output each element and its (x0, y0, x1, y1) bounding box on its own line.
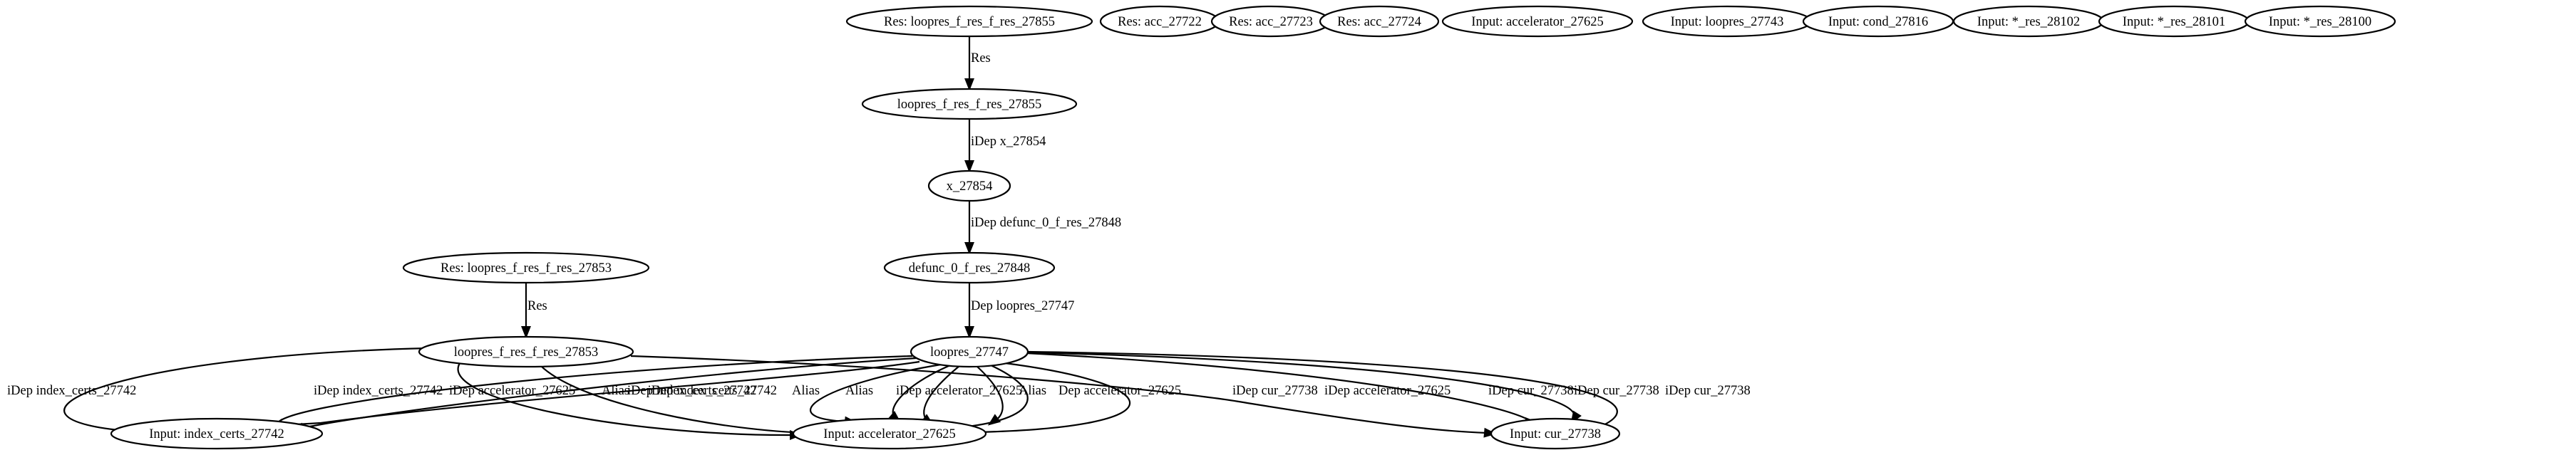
edge-line (63, 347, 428, 434)
node-ellipse (1319, 5, 1440, 38)
edge-arrowhead (964, 242, 974, 255)
node-label: Input: *_res_28102 (1977, 15, 2080, 29)
node-label: Input: accelerator_27625 (1471, 15, 1603, 29)
edge-label: iDep accelerator_27625 (1324, 384, 1451, 398)
edge-label: Dep loopres_27747 (971, 299, 1074, 313)
node-res-loopres-27855: Res: loopres_f_res_f_res_27855 (845, 5, 1093, 38)
edge-line (810, 363, 942, 424)
edge-loopres_27853-to-in_cur: iDep cur_27738 (630, 355, 1497, 438)
edge-label: Alias (845, 384, 873, 398)
node-ellipse (883, 251, 1056, 284)
node-res-loopres-27853: Res: loopres_f_res_f_res_27853 (402, 251, 650, 284)
node-ellipse (1490, 417, 1621, 450)
node-label: Input: *_res_28101 (2123, 15, 2225, 29)
node-ellipse (910, 335, 1029, 368)
node-in-accelerator: Input: accelerator_27625 (792, 417, 987, 450)
edge-label: Res (971, 51, 991, 66)
edges-layer: Res iDep x_27854 iDep defunc_0_f_res_27848… (7, 36, 1751, 440)
node-in-cond-27816: Input: cond_27816 (1802, 5, 1954, 38)
edge-label: iDep x_27854 (971, 135, 1046, 149)
edge-label: Alias (602, 384, 629, 398)
edge-label: iDep index_certs_27742 (627, 384, 756, 398)
node-ellipse (2244, 5, 2396, 38)
edge-line (959, 362, 1131, 434)
node-label: x_27854 (947, 179, 993, 194)
node-label: defunc_0_f_res_27848 (909, 261, 1031, 276)
edge-arrowhead (964, 326, 974, 339)
edge-line (630, 355, 1495, 435)
edge-loopres_27855-to-x_27854: iDep x_27854 (964, 119, 1046, 173)
node-defunc-27848: defunc_0_f_res_27848 (883, 251, 1056, 284)
node-loopres-27747: loopres_27747 (910, 335, 1029, 368)
edge-label: iDep index_certs_27742 (648, 384, 777, 398)
node-label: Input: *_res_28100 (2269, 15, 2371, 29)
edge-line (270, 360, 920, 427)
edge-res_loopres_27853-to-loopres_27853: Res (521, 283, 547, 339)
node-x-27854: x_27854 (927, 169, 1011, 202)
edge-label: iDep cur_27738 (1232, 384, 1318, 398)
edge-label: iDep cur_27738 (1574, 384, 1659, 398)
edge-label: Alias (792, 384, 820, 398)
node-in-accelerator-top: Input: accelerator_27625 (1441, 5, 1634, 38)
node-label: loopres_f_res_f_res_27853 (454, 345, 598, 360)
node-label: Res: acc_27722 (1118, 15, 1202, 29)
edge-line (1026, 352, 1536, 424)
edge-loopres_27747-to-in_accelerator: iDep accelerator_27625 (957, 362, 1451, 438)
edge-line (277, 355, 913, 427)
node-ellipse (845, 5, 1093, 38)
node-label: Input: cond_27816 (1828, 15, 1928, 29)
node-loopres-27853: loopres_f_res_f_res_27853 (418, 335, 634, 368)
edge-label: iDep index_certs_27742 (7, 384, 136, 398)
edge-label: iDep accelerator_27625 (449, 384, 575, 398)
edge-line (457, 360, 800, 436)
node-label: Input: loopres_27743 (1671, 15, 1784, 29)
node-res-acc-27723: Res: acc_27723 (1210, 5, 1331, 38)
node-label: Input: cur_27738 (1510, 427, 1601, 441)
edge-label: Res (527, 299, 547, 313)
edge-label: iDep cur_27738 (1488, 384, 1574, 398)
node-in-res-28102: Input: *_res_28102 (1952, 5, 2105, 38)
node-in-index-certs: Input: index_certs_27742 (110, 417, 324, 450)
edge-arrowhead (1483, 427, 1497, 438)
node-in-cur: Input: cur_27738 (1490, 417, 1621, 450)
edge-arrowhead (964, 160, 974, 173)
edge-loopres_27747-to-in_accelerator: iDep accelerator_27625 (896, 365, 1022, 426)
edge-label: iDep defunc_0_f_res_27848 (971, 216, 1121, 230)
edge-arrowhead (521, 326, 531, 339)
node-label: Input: index_certs_27742 (149, 427, 284, 441)
node-in-res-28101: Input: *_res_28101 (2098, 5, 2250, 38)
edge-x_27854-to-defunc_27848: iDep defunc_0_f_res_27848 (964, 201, 1121, 255)
node-label: Input: accelerator_27625 (823, 427, 955, 441)
node-label: Res: acc_27723 (1229, 15, 1313, 29)
nodes-layer: Res: loopres_f_res_f_res_27855 Res: acc_2… (110, 5, 2396, 450)
edge-arrowhead (964, 78, 974, 91)
node-label: Res: loopres_f_res_f_res_27853 (441, 261, 612, 276)
node-in-res-28100: Input: *_res_28100 (2244, 5, 2396, 38)
node-res-acc-27724: Res: acc_27724 (1319, 5, 1440, 38)
node-label: Res: loopres_f_res_f_res_27855 (884, 15, 1055, 29)
edge-label: Alias (1019, 384, 1046, 398)
node-loopres-27855: loopres_f_res_f_res_27855 (861, 88, 1078, 120)
node-label: Res: acc_27724 (1337, 15, 1421, 29)
node-ellipse (402, 251, 650, 284)
edge-line (1027, 350, 1618, 433)
edge-label: iDep accelerator_27625 (896, 384, 1022, 398)
edge-label: iDep index_certs_27742 (314, 384, 443, 398)
node-ellipse (792, 417, 987, 450)
node-label: loopres_f_res_f_res_27855 (897, 98, 1041, 112)
node-in-loopres-27743: Input: loopres_27743 (1642, 5, 1813, 38)
node-res-acc-27722: Res: acc_27722 (1099, 5, 1220, 38)
node-ellipse (418, 335, 634, 368)
edge-defunc_27848-to-loopres_27747: Dep loopres_27747 (964, 283, 1074, 339)
edge-res_loopres_27855-to-loopres_27855: Res (964, 36, 991, 91)
node-ellipse (1441, 5, 1634, 38)
edge-loopres_27747-to-in_accelerator: Alias (792, 363, 942, 427)
edge-label: iDep cur_27738 (1665, 384, 1751, 398)
node-label: loopres_27747 (930, 345, 1009, 360)
edge-line (541, 366, 819, 435)
node-ellipse (861, 88, 1078, 120)
node-ellipse (110, 417, 324, 450)
node-ellipse (927, 169, 1011, 202)
